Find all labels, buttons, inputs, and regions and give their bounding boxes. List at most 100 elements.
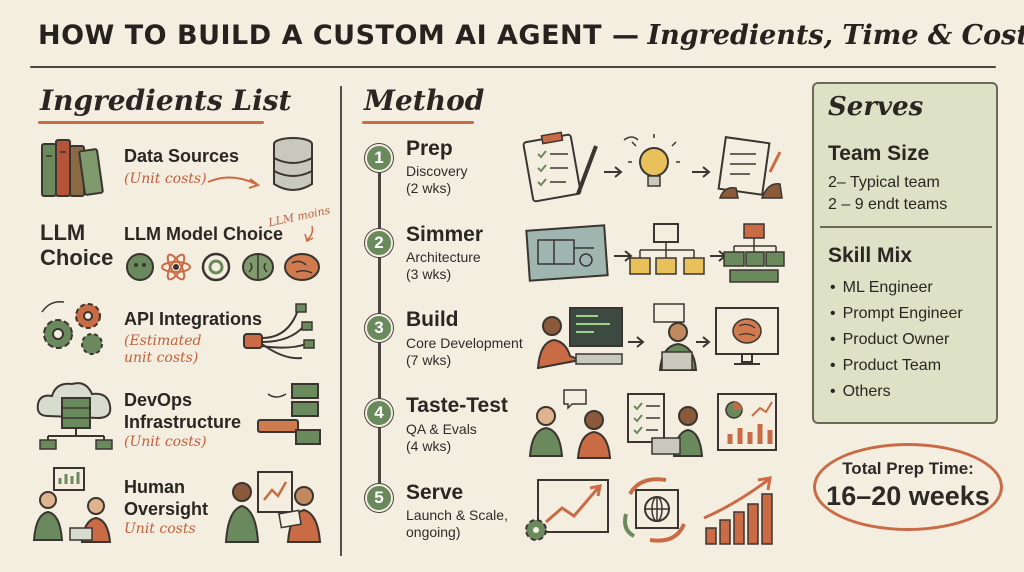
step-1-illustration — [522, 131, 783, 203]
growth-dashboard-icon — [525, 479, 609, 541]
monitor-brain-icon — [715, 307, 779, 365]
ingredient-human-note: Unit costs — [124, 521, 196, 537]
step-4-duration: (4 wks) — [406, 438, 452, 454]
arrow-icon — [604, 166, 623, 178]
report-chart-icon — [717, 393, 777, 451]
step-3-badge: 3 — [365, 314, 393, 342]
page-title: HOW TO BUILD A CUSTOM AI AGENT — Ingredi… — [38, 20, 1024, 56]
method-underline — [362, 121, 474, 124]
org-chart-icon — [723, 223, 785, 283]
serves-panel: Serves Team Size 2– Typical team 2 – 9 e… — [812, 82, 998, 424]
ingredient-human-oversight: Human Oversight — [124, 477, 209, 519]
step-5-phase: Launch & Scale, — [406, 507, 508, 523]
step-3-title: Build — [406, 308, 459, 331]
blueprint-icon — [525, 224, 609, 282]
lightbulb-icon — [623, 134, 680, 187]
step-3-phase: Core Development — [406, 335, 523, 351]
skill-mix-heading: Skill Mix — [828, 244, 913, 267]
llm-icons-row — [126, 252, 320, 282]
ingredient-devops-infrastructure: DevOps Infrastructure — [124, 390, 242, 432]
title-sub: Ingredients, Time & Cost — [647, 20, 1024, 51]
step-2-phase: Architecture — [406, 249, 481, 265]
team-size-line-1: 2– Typical team — [828, 174, 940, 191]
cable-plugs-icon — [243, 303, 315, 360]
arrow-icon — [696, 336, 711, 348]
step-1-title: Prep — [406, 137, 453, 160]
ingredients-heading: Ingredients List — [40, 84, 292, 117]
title-divider — [30, 66, 996, 68]
step-4-phase: QA & Evals — [406, 421, 477, 437]
step-5-badge: 5 — [365, 484, 393, 512]
arrow-icon — [207, 176, 261, 189]
ingredients-underline — [38, 121, 264, 124]
books-icon — [41, 139, 104, 197]
folder-tree-icon — [629, 223, 705, 275]
team-size-heading: Team Size — [828, 142, 930, 165]
rising-bars-icon — [703, 476, 773, 545]
ingredient-devops-note: (Unit costs) — [124, 434, 207, 450]
cloud-server-icon — [36, 382, 113, 450]
prep-time-value: 16–20 weeks — [826, 481, 990, 511]
step-5-title: Serve — [406, 481, 464, 504]
ingredient-data-sources-note: (Unit costs) — [124, 171, 207, 187]
step-1-duration: (2 wks) — [406, 180, 452, 196]
title-main: HOW TO BUILD A CUSTOM AI AGENT — — [38, 20, 640, 51]
servers-pipe-icon — [257, 383, 321, 445]
developer-icon — [536, 307, 623, 370]
arrow-icon — [710, 250, 727, 262]
skill-mix-list: ML Engineer Prompt Engineer Product Owne… — [830, 275, 963, 405]
team-dashboard-icon — [32, 467, 112, 543]
prep-time-oval — [813, 443, 1003, 531]
checklist-icon — [627, 393, 665, 443]
brain-icon-orange — [284, 253, 320, 281]
step-4-illustration — [528, 389, 777, 459]
skill-item: Product Team — [830, 353, 963, 379]
clipboard-icon — [522, 131, 582, 203]
ingredient-llm-model-choice: LLM Model Choice — [124, 224, 283, 244]
method-heading: Method — [364, 84, 485, 117]
step-2-title: Simmer — [406, 223, 484, 246]
gears-icon — [41, 300, 103, 355]
coder-laptop-icon — [653, 303, 698, 371]
globe-cycle-icon — [623, 477, 686, 543]
skill-item: ML Engineer — [830, 275, 963, 301]
testers-discussion-icon — [528, 389, 612, 459]
llm-scrawl-note: LLM moins — [267, 203, 332, 230]
step-4-badge: 4 — [365, 399, 393, 427]
robot-head-icon — [126, 253, 154, 281]
skill-item: Product Owner — [830, 327, 963, 353]
curved-arrow-icon — [304, 225, 314, 243]
ingredient-api-note: (Estimated unit costs) — [124, 333, 202, 366]
step-5-duration: ongoing) — [406, 524, 461, 540]
step-3-illustration — [536, 303, 779, 371]
brain-icon — [242, 253, 274, 281]
reviewer-laptop-icon — [651, 406, 704, 457]
ingredient-llm-choice: LLM Choice — [40, 220, 114, 270]
skill-item: Others — [830, 379, 963, 405]
step-1-badge: 1 — [365, 144, 393, 172]
document-writing-icon — [717, 136, 783, 199]
reviewers-icon — [224, 471, 322, 543]
serves-heading: Serves — [828, 92, 924, 122]
step-2-badge: 2 — [365, 229, 393, 257]
serves-divider — [820, 226, 992, 228]
ingredient-api-integrations: API Integrations — [124, 309, 263, 329]
step-2-illustration — [525, 223, 785, 283]
step-1-phase: Discovery — [406, 163, 468, 179]
arrow-icon — [628, 336, 645, 348]
step-3-duration: (7 wks) — [406, 352, 452, 368]
column-divider — [340, 86, 342, 556]
pen-icon — [576, 145, 598, 195]
database-icon — [273, 137, 313, 191]
ingredient-data-sources: Data Sources — [124, 146, 240, 166]
team-size-line-2: 2 – 9 endt teams — [828, 196, 948, 213]
arrow-icon — [692, 166, 711, 178]
knot-icon — [201, 252, 231, 282]
prep-time-label: Total Prep Time: — [842, 459, 974, 478]
skill-item: Prompt Engineer — [830, 301, 963, 327]
step-5-illustration — [525, 476, 773, 545]
arrow-icon — [614, 250, 633, 262]
step-4-title: Taste-Test — [406, 394, 508, 417]
atom-icon — [161, 253, 191, 281]
step-2-duration: (3 wks) — [406, 266, 452, 282]
